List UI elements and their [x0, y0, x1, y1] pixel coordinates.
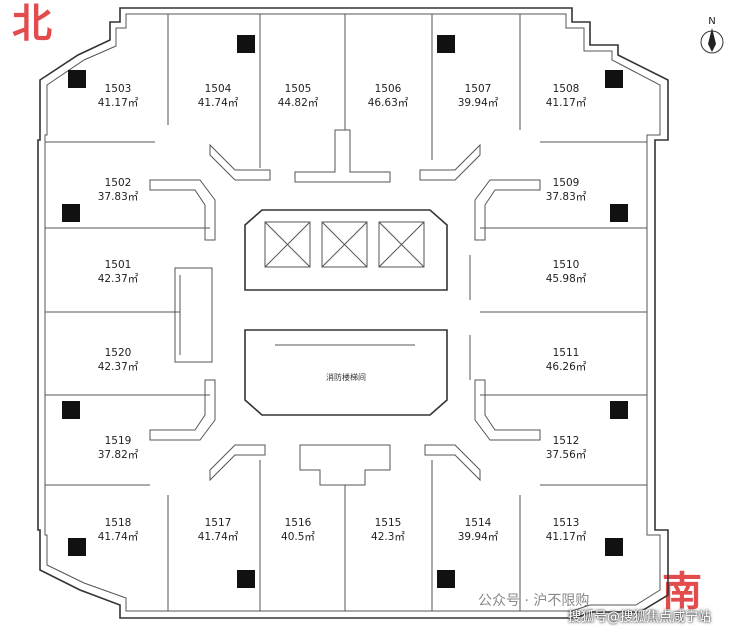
unit-number: 1509 [553, 177, 580, 189]
unit-number: 1502 [105, 177, 132, 189]
unit-area: 46.63㎡ [368, 97, 409, 109]
unit-area: 37.83㎡ [98, 191, 139, 203]
column-icon [62, 401, 80, 419]
column-icon [610, 204, 628, 222]
unit-area: 45.98㎡ [546, 273, 587, 285]
unit-number: 1504 [205, 83, 232, 95]
unit-number: 1520 [105, 347, 132, 359]
north-arrow-icon: N [700, 16, 724, 54]
unit-area: 42.37㎡ [98, 273, 139, 285]
unit-number: 1518 [105, 517, 132, 529]
column-icon [610, 401, 628, 419]
column-icon [237, 35, 255, 53]
compass-letter: N [708, 16, 715, 27]
unit-area: 40.5㎡ [281, 531, 315, 543]
unit-area: 41.74㎡ [198, 97, 239, 109]
unit-area: 41.74㎡ [98, 531, 139, 543]
source-tag: 搜狐号@搜狐焦点咸宁站 [568, 610, 712, 625]
unit-number: 1516 [285, 517, 312, 529]
unit-number: 1501 [105, 259, 132, 271]
column-icon [605, 70, 623, 88]
unit-area: 41.17㎡ [546, 97, 587, 109]
unit-number: 1515 [375, 517, 402, 529]
column-icon [237, 570, 255, 588]
unit-area: 41.74㎡ [198, 531, 239, 543]
unit-area: 41.17㎡ [546, 531, 587, 543]
unit-number: 1517 [205, 517, 232, 529]
unit-number: 1508 [553, 83, 580, 95]
unit-area: 42.3㎡ [371, 531, 405, 543]
unit-area: 37.83㎡ [546, 191, 587, 203]
column-icon [437, 570, 455, 588]
unit-area: 42.37㎡ [98, 361, 139, 373]
unit-number: 1503 [105, 83, 132, 95]
north-orientation-label: 北 [12, 0, 52, 47]
column-icon [68, 70, 86, 88]
column-icon [62, 204, 80, 222]
unit-area: 39.94㎡ [458, 97, 499, 109]
unit-labels: 1503 41.17㎡ 1504 41.74㎡ 1505 44.82㎡ 1506 46.63㎡… [98, 83, 587, 543]
unit-number: 1507 [465, 83, 492, 95]
unit-number: 1511 [553, 347, 580, 359]
unit-area: 44.82㎡ [278, 97, 319, 109]
unit-area: 46.26㎡ [546, 361, 587, 373]
column-icon [68, 538, 86, 556]
unit-number: 1506 [375, 83, 402, 95]
elevator-icon [264, 221, 425, 268]
unit-number: 1505 [285, 83, 312, 95]
unit-number: 1514 [465, 517, 492, 529]
unit-number: 1510 [553, 259, 580, 271]
unit-area: 37.56㎡ [546, 449, 587, 461]
unit-number: 1519 [105, 435, 132, 447]
unit-area: 41.17㎡ [98, 97, 139, 109]
column-icon [605, 538, 623, 556]
unit-number: 1512 [553, 435, 580, 447]
unit-area: 39.94㎡ [458, 531, 499, 543]
unit-number: 1513 [553, 517, 580, 529]
unit-area: 37.82㎡ [98, 449, 139, 461]
column-icon [437, 35, 455, 53]
watermark: 公众号 · 沪不限购 [478, 593, 590, 609]
fire-stair-label: 消防楼梯间 [326, 372, 366, 382]
